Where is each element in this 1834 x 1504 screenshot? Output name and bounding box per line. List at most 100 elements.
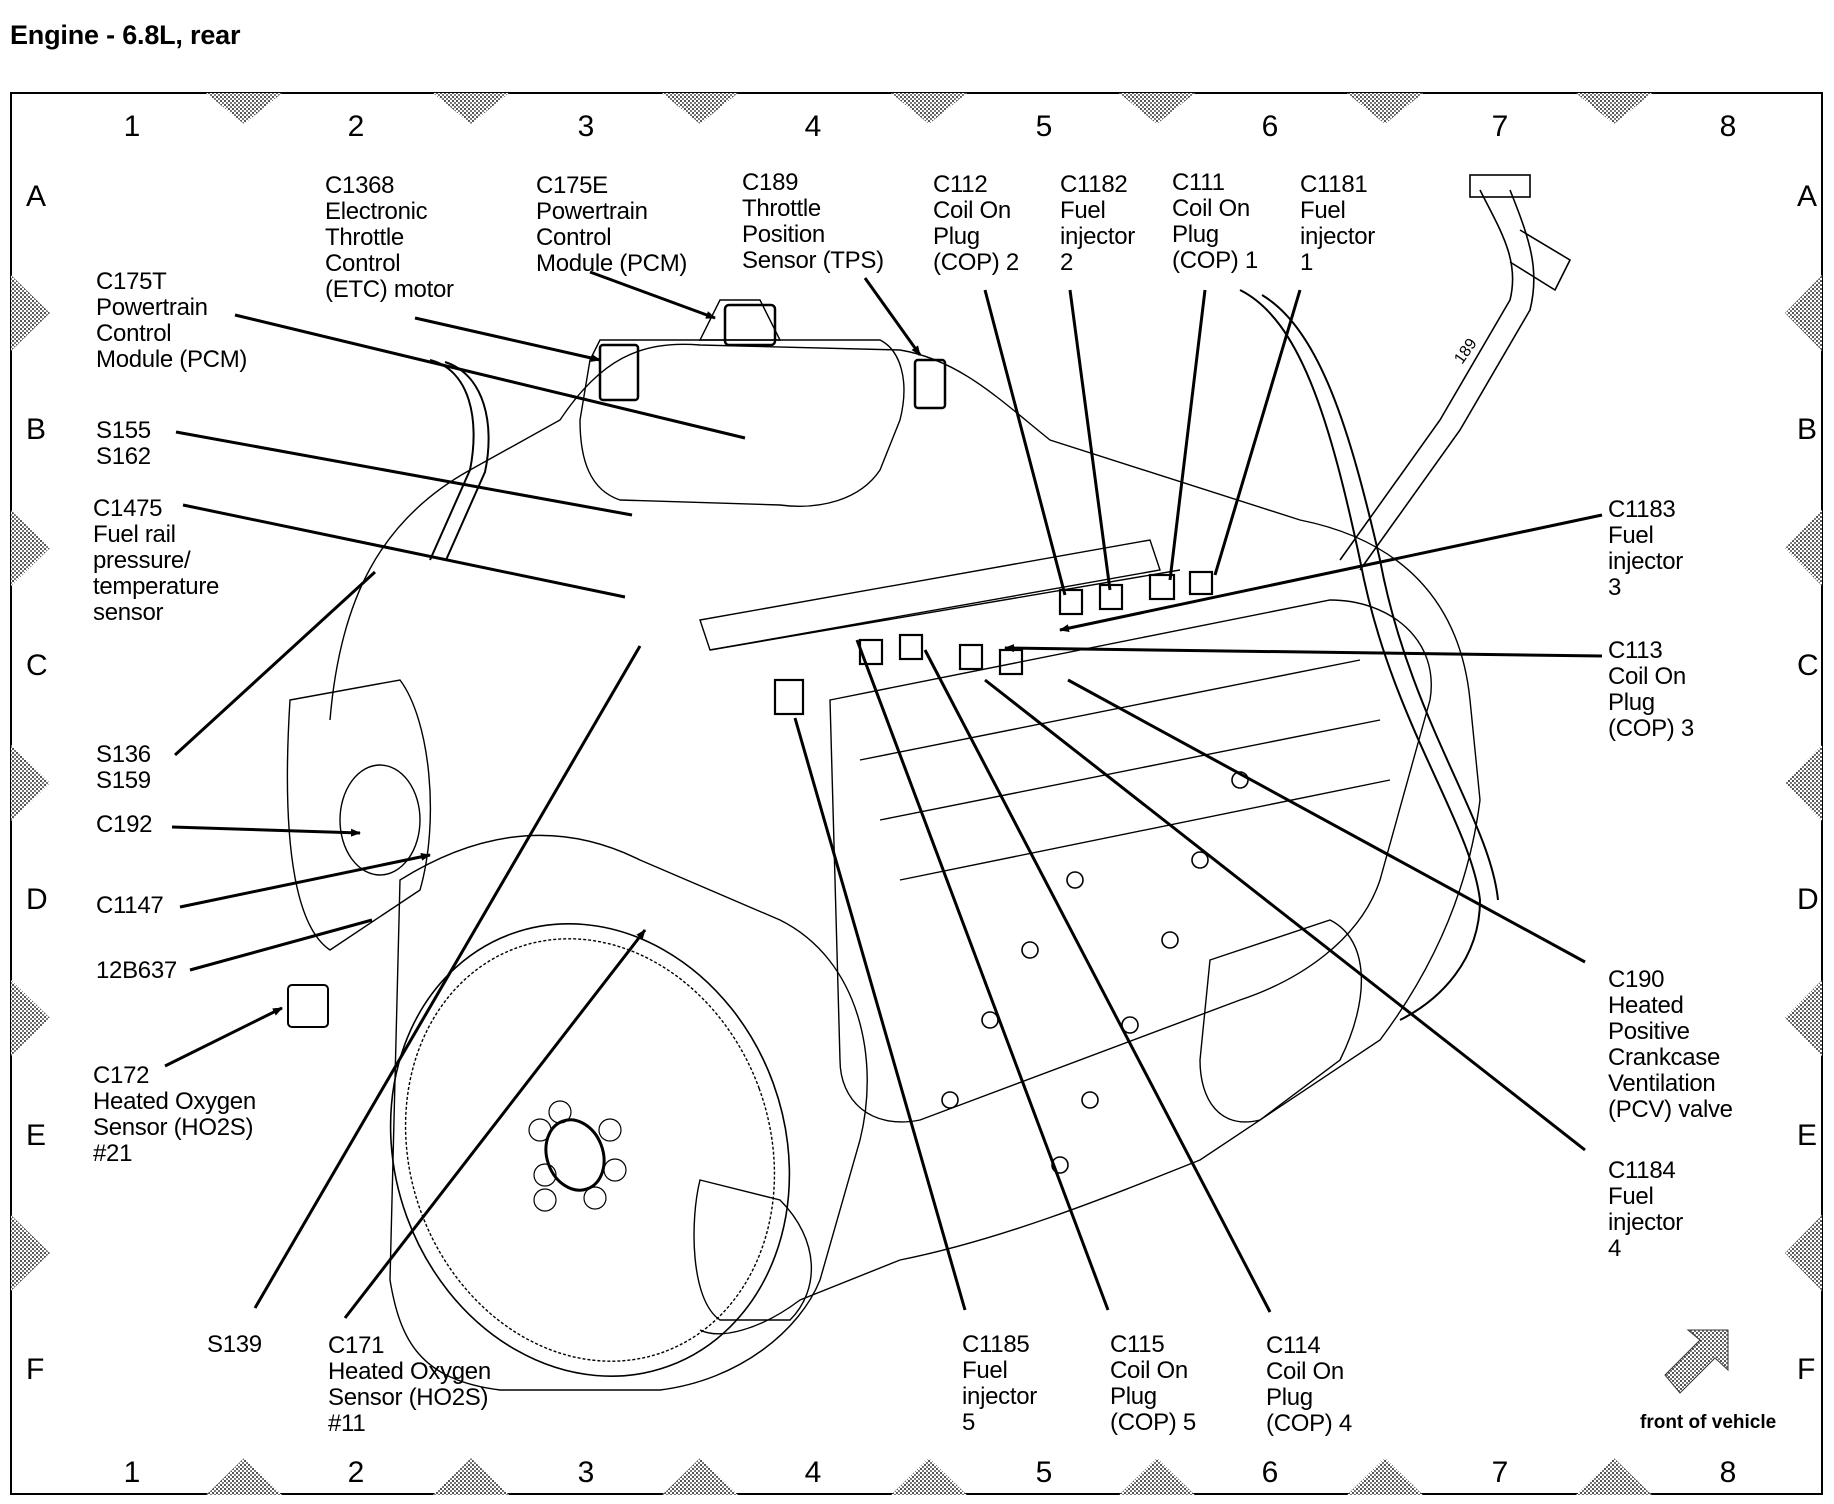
callout-description-line: (COP) 1 [1172, 247, 1258, 274]
leader-c192 [171, 825, 361, 837]
callout-description-line: injector [1608, 548, 1683, 575]
grid-col-top-3: 3 [577, 110, 595, 143]
callout-description-line: 3 [1608, 574, 1622, 601]
grid-marker-right [1785, 275, 1822, 351]
grid-marker-top [662, 93, 738, 124]
callout-description-line: Module (PCM) [96, 346, 248, 373]
callout-description-line: #11 [328, 1410, 366, 1437]
grid-marker-right [1785, 510, 1822, 586]
leader-c113 [1004, 644, 1603, 658]
ho2s-connector [287, 984, 329, 1028]
grid-marker-top [1576, 93, 1652, 124]
callout-description-line: S159 [96, 767, 151, 794]
pcm-connector-rear [913, 358, 947, 410]
callout-description-line: Fuel [962, 1357, 1008, 1384]
leader-c112 [983, 289, 1067, 596]
grid-marker-left [11, 745, 50, 821]
leader-c1184 [984, 678, 1586, 1152]
callout-description-line: Fuel [1608, 522, 1654, 549]
grid-col-top-1: 1 [123, 110, 141, 143]
callout-code: C175T [96, 268, 167, 295]
callout-description-line: Control [96, 320, 172, 347]
callout-code: C189 [742, 169, 799, 196]
grid-row-left-E: E [26, 1119, 47, 1152]
leader-12b637 [189, 918, 373, 972]
callout-description-line: Heated [1608, 992, 1684, 1019]
grid-row-right-E: E [1797, 1119, 1818, 1152]
callout-description-line: Coil On [933, 197, 1011, 224]
callout-description-line: injector [1300, 223, 1375, 250]
callout-description-line: (COP) 5 [1110, 1409, 1196, 1436]
callout-description-line: 2 [1060, 249, 1074, 276]
leader-c175t [234, 313, 746, 440]
callout-description-line: Fuel [1060, 197, 1106, 224]
leader-c1147 [179, 852, 431, 909]
grid-col-bottom-7: 7 [1491, 1456, 1509, 1489]
grid-col-top-5: 5 [1035, 110, 1053, 143]
dipstick-tube [1339, 189, 1514, 561]
callout-description-line: Sensor (HO2S) [328, 1384, 489, 1411]
grid-row-right-B: B [1797, 413, 1818, 446]
callout-code: C1184 [1608, 1157, 1676, 1184]
grid-col-bottom-2: 2 [347, 1456, 365, 1489]
callout-description-line: sensor [93, 599, 164, 626]
leader-lines [164, 270, 1603, 1319]
callout-code: C171 [328, 1332, 385, 1359]
callout-description-line: Fuel [1300, 197, 1346, 224]
callout-description-line: 4 [1608, 1235, 1622, 1262]
callout-code: C172 [93, 1062, 150, 1089]
callout-description-line: pressure/ [93, 547, 191, 574]
grid-row-left-A: A [26, 180, 47, 213]
callout-description-line: Module (PCM) [536, 250, 688, 277]
grid-marker-left [11, 275, 50, 351]
grid-col-top-4: 4 [804, 110, 822, 143]
callout-code: C114 [1266, 1332, 1321, 1359]
grid-row-right-D: D [1797, 883, 1819, 916]
exhaust-manifold [1199, 919, 1362, 1123]
callout-description-line: Position [742, 221, 825, 248]
callout-c1147: C1147 [96, 893, 164, 919]
grid-marker-top [891, 93, 967, 124]
grid-marker-top [1119, 93, 1195, 124]
leader-c171 [343, 929, 647, 1319]
flywheel-bolts [528, 1100, 627, 1212]
callout-description-line: Coil On [1172, 195, 1250, 222]
callout-description-line: Coil On [1608, 663, 1686, 690]
callout-description-line: Control [325, 250, 401, 277]
grid-col-top-2: 2 [347, 110, 365, 143]
callout-code: C112 [933, 171, 988, 198]
grid-col-top-7: 7 [1491, 110, 1509, 143]
grid-col-top-6: 6 [1261, 110, 1279, 143]
callout-description-line: Sensor (TPS) [742, 247, 884, 274]
grid-row-right-F: F [1797, 1353, 1816, 1386]
callout-code: C1185 [962, 1331, 1030, 1358]
grid-marker-right [1785, 745, 1822, 821]
callout-description-line: (COP) 3 [1608, 715, 1694, 742]
leader-s136 [173, 570, 377, 757]
leader-c1368 [414, 316, 601, 362]
callout-description-line: Electronic [325, 198, 428, 225]
harness-right [1239, 289, 1482, 1021]
callout-description-line: Ventilation [1608, 1070, 1716, 1097]
callout-c192: C192 [96, 812, 152, 838]
callout-code: 12B637 [96, 957, 177, 984]
intake-plenum [579, 339, 905, 507]
leader-c175e [589, 270, 716, 320]
grid-row-right-A: A [1797, 180, 1818, 213]
grid-markers [11, 93, 1822, 1495]
front-cover [286, 679, 432, 951]
callout-code: C1475 [93, 495, 163, 522]
callout-description-line: Crankcase [1608, 1044, 1721, 1071]
starter [693, 1179, 813, 1321]
callout-description-line: 1 [1300, 249, 1314, 276]
callout-description-line: injector [1060, 223, 1135, 250]
bellhousing [389, 834, 868, 1391]
leader-c189 [863, 277, 922, 356]
